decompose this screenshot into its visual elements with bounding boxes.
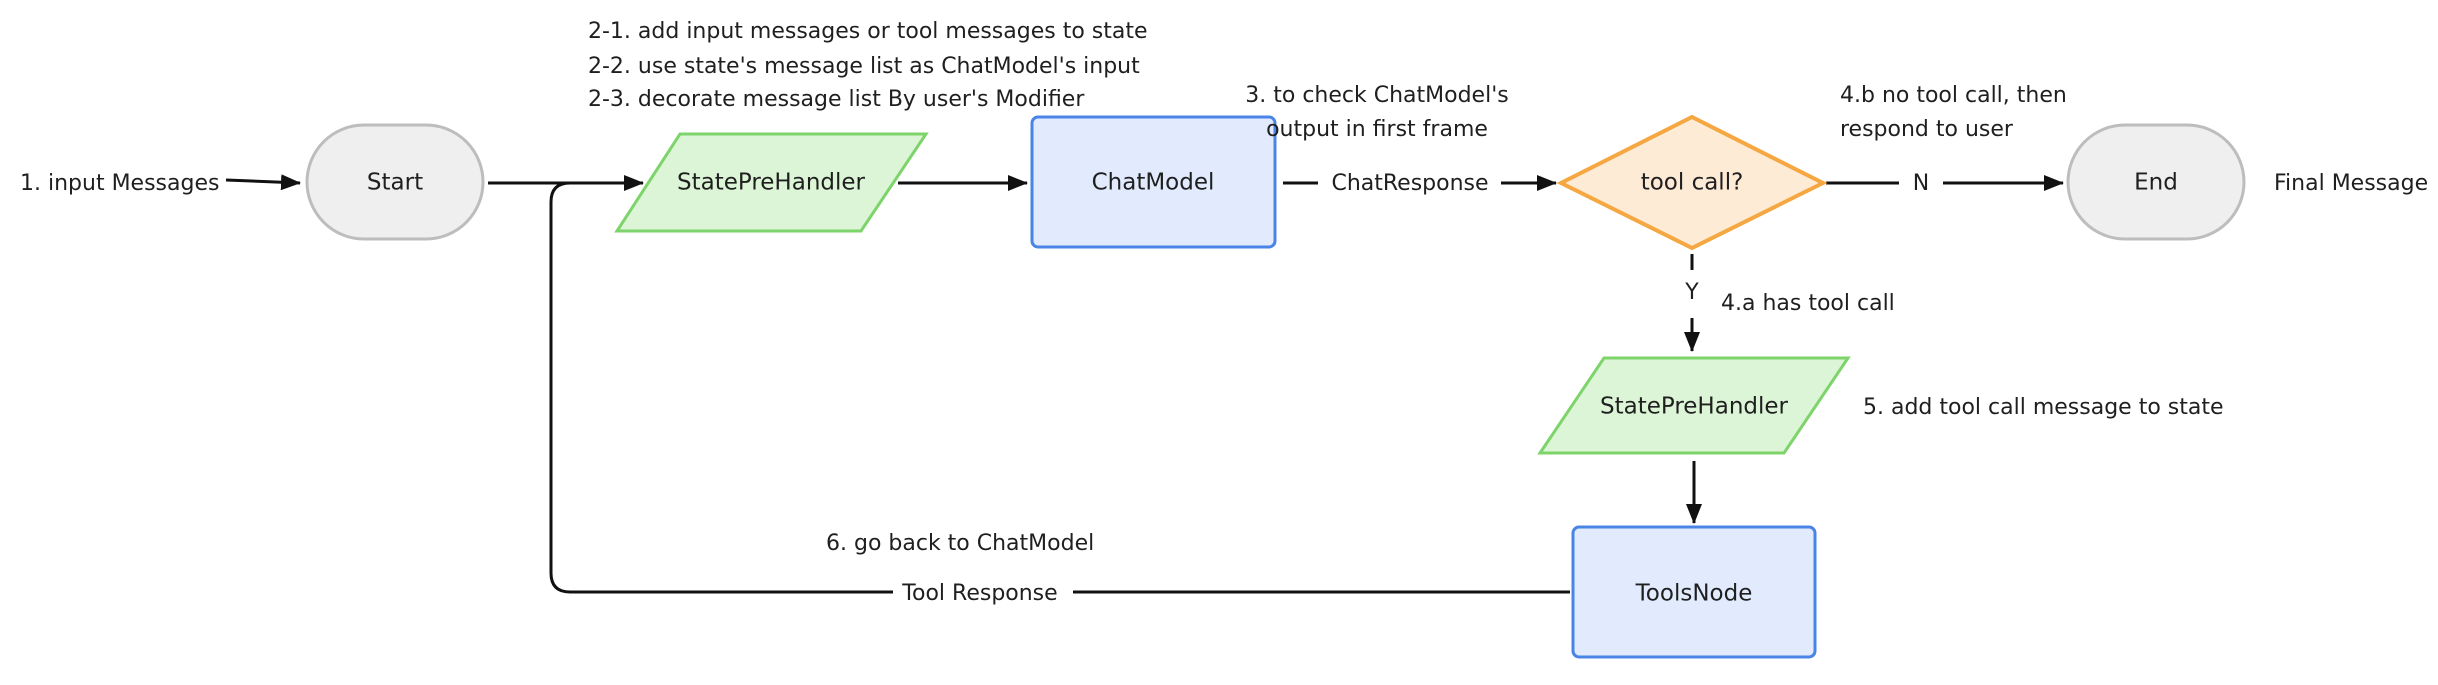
step-4b-label-line2: respond to user <box>1840 117 2014 142</box>
state-pre-handler-2-node[interactable] <box>1537 356 1851 455</box>
chat-model-node-label: ChatModel <box>1092 170 1215 196</box>
branch-no-label: N <box>1913 171 1929 196</box>
end-node[interactable] <box>2066 123 2246 241</box>
step-4b-label-line1: 4.b no tool call, then <box>1840 83 2067 108</box>
step-2-1-label: 2-1. add input messages or tool messages… <box>588 19 1148 44</box>
tool-response-label: Tool Response <box>901 581 1057 606</box>
end-node-label: End <box>2134 170 2178 196</box>
state-pre-handler-node[interactable] <box>614 132 929 233</box>
tools-node[interactable] <box>1571 525 1817 659</box>
step-5-label: 5. add tool call message to state <box>1863 395 2224 420</box>
edge-input-to-start <box>225 174 301 191</box>
step-2-2-label: 2-2. use state's message list as ChatMod… <box>588 54 1140 79</box>
start-node[interactable] <box>305 123 485 241</box>
final-message-label: Final Message <box>2274 171 2428 196</box>
branch-yes-label: Y <box>1684 280 1699 305</box>
state-pre-handler-node-label: StatePreHandler <box>677 170 866 196</box>
start-node-label: Start <box>367 170 423 196</box>
state-pre-handler-2-node-label: StatePreHandler <box>1600 394 1789 420</box>
tool-call-decision-node[interactable] <box>1556 114 1828 251</box>
tools-node-label: ToolsNode <box>1635 581 1753 607</box>
step-3-label-line2: output in first frame <box>1266 117 1488 142</box>
edge-tool-response-loop-back <box>549 181 893 594</box>
tool-call-decision-node-label: tool call? <box>1641 170 1744 196</box>
step-3-label-line1: 3. to check ChatModel's <box>1245 83 1508 108</box>
chat-model-node[interactable] <box>1030 115 1277 249</box>
step-2-3-label: 2-3. decorate message list By user's Mod… <box>588 87 1085 112</box>
step-4a-label: 4.a has tool call <box>1721 291 1895 316</box>
chat-response-label: ChatResponse <box>1331 171 1488 196</box>
input-messages-label: 1. input Messages <box>20 171 219 196</box>
step-6-label: 6. go back to ChatModel <box>826 531 1094 556</box>
